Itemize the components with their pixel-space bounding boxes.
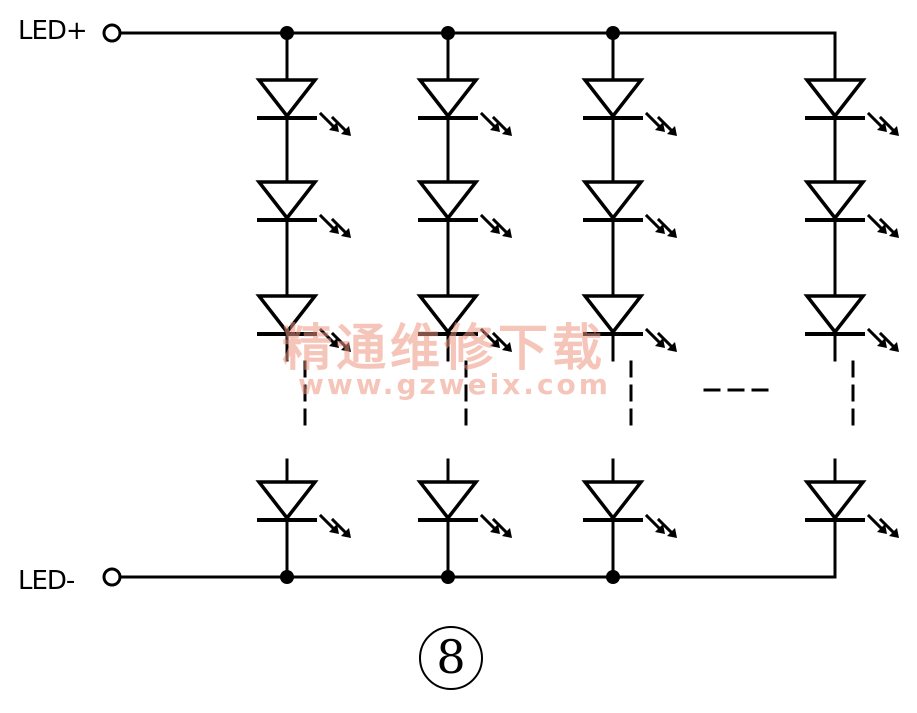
- light-emission-arrowhead: [877, 524, 887, 534]
- light-emission-arrow: [656, 217, 676, 237]
- led-diode-symbol: [581, 294, 645, 335]
- light-emission-arrowhead: [655, 524, 665, 534]
- led-diode-symbol: [581, 180, 645, 221]
- light-emission-arrowhead: [877, 122, 887, 132]
- led-positive-label: LED+: [18, 16, 88, 46]
- light-emission-arrowhead: [655, 338, 665, 348]
- light-emission-arrowhead: [502, 126, 512, 136]
- light-emission-arrow: [866, 213, 886, 233]
- light-emission-arrowhead: [889, 528, 899, 538]
- light-emission-arrow: [491, 331, 511, 351]
- led-diode-symbol: [803, 294, 867, 335]
- led-diode-symbol: [255, 180, 319, 221]
- light-emission-arrow: [866, 513, 886, 533]
- light-emission-arrow: [656, 517, 676, 537]
- light-emission-arrowhead: [341, 126, 351, 136]
- led-diode-symbol: [416, 180, 480, 221]
- light-emission-arrowhead: [490, 338, 500, 348]
- light-emission-arrowhead: [502, 228, 512, 238]
- light-emission-arrowhead: [329, 224, 339, 234]
- light-emission-arrow: [656, 331, 676, 351]
- light-emission-arrowhead: [341, 342, 351, 352]
- led-diode-symbol: [803, 480, 867, 521]
- led-diode-symbol: [416, 78, 480, 119]
- led-diode-symbol: [581, 78, 645, 119]
- light-emission-arrow: [491, 517, 511, 537]
- light-emission-arrowhead: [490, 122, 500, 132]
- watermark-url: www.gzweix.com: [298, 368, 611, 401]
- light-emission-arrow: [878, 331, 898, 351]
- light-emission-arrowhead: [889, 126, 899, 136]
- light-emission-arrow: [479, 213, 499, 233]
- light-emission-arrowhead: [502, 528, 512, 538]
- light-emission-arrow: [318, 513, 338, 533]
- light-emission-arrow: [878, 115, 898, 135]
- light-emission-arrow: [330, 115, 350, 135]
- light-emission-arrow: [878, 217, 898, 237]
- light-emission-arrow: [330, 331, 350, 351]
- led-diode-symbol: [255, 78, 319, 119]
- light-emission-arrowhead: [889, 342, 899, 352]
- figure-number-circle: 8: [419, 626, 483, 690]
- light-emission-arrow: [644, 213, 664, 233]
- light-emission-arrowhead: [667, 342, 677, 352]
- light-emission-arrow: [318, 111, 338, 131]
- light-emission-arrowhead: [329, 524, 339, 534]
- led-diode-symbol: [416, 480, 480, 521]
- light-emission-arrow: [479, 111, 499, 131]
- led-positive-terminal: [102, 23, 122, 43]
- light-emission-arrow: [491, 217, 511, 237]
- light-emission-arrowhead: [329, 338, 339, 348]
- light-emission-arrowhead: [655, 224, 665, 234]
- light-emission-arrowhead: [329, 122, 339, 132]
- led-diode-symbol: [255, 294, 319, 335]
- light-emission-arrowhead: [490, 524, 500, 534]
- watermark-chinese: 精通维修下载: [282, 318, 606, 377]
- led-diode-symbol: [803, 180, 867, 221]
- light-emission-arrowhead: [502, 342, 512, 352]
- light-emission-arrowhead: [667, 228, 677, 238]
- light-emission-arrow: [866, 327, 886, 347]
- led-diode-symbol: [581, 480, 645, 521]
- light-emission-arrow: [330, 217, 350, 237]
- light-emission-arrow: [479, 513, 499, 533]
- light-emission-arrow: [656, 115, 676, 135]
- light-emission-arrowhead: [341, 528, 351, 538]
- light-emission-arrow: [491, 115, 511, 135]
- led-diode-symbol: [416, 294, 480, 335]
- light-emission-arrowhead: [877, 338, 887, 348]
- light-emission-arrowhead: [667, 528, 677, 538]
- light-emission-arrowhead: [341, 228, 351, 238]
- light-emission-arrow: [318, 327, 338, 347]
- led-diode-symbol: [255, 480, 319, 521]
- light-emission-arrowhead: [667, 126, 677, 136]
- light-emission-arrowhead: [490, 224, 500, 234]
- light-emission-arrow: [866, 111, 886, 131]
- light-emission-arrow: [644, 327, 664, 347]
- light-emission-arrow: [644, 111, 664, 131]
- led-negative-terminal: [102, 567, 122, 587]
- light-emission-arrow: [318, 213, 338, 233]
- led-diode-symbol: [803, 78, 867, 119]
- led-negative-label: LED-: [18, 566, 75, 596]
- light-emission-arrowhead: [655, 122, 665, 132]
- light-emission-arrow: [330, 517, 350, 537]
- light-emission-arrowhead: [877, 224, 887, 234]
- light-emission-arrowhead: [889, 228, 899, 238]
- light-emission-arrow: [644, 513, 664, 533]
- light-emission-arrow: [878, 517, 898, 537]
- light-emission-arrow: [479, 327, 499, 347]
